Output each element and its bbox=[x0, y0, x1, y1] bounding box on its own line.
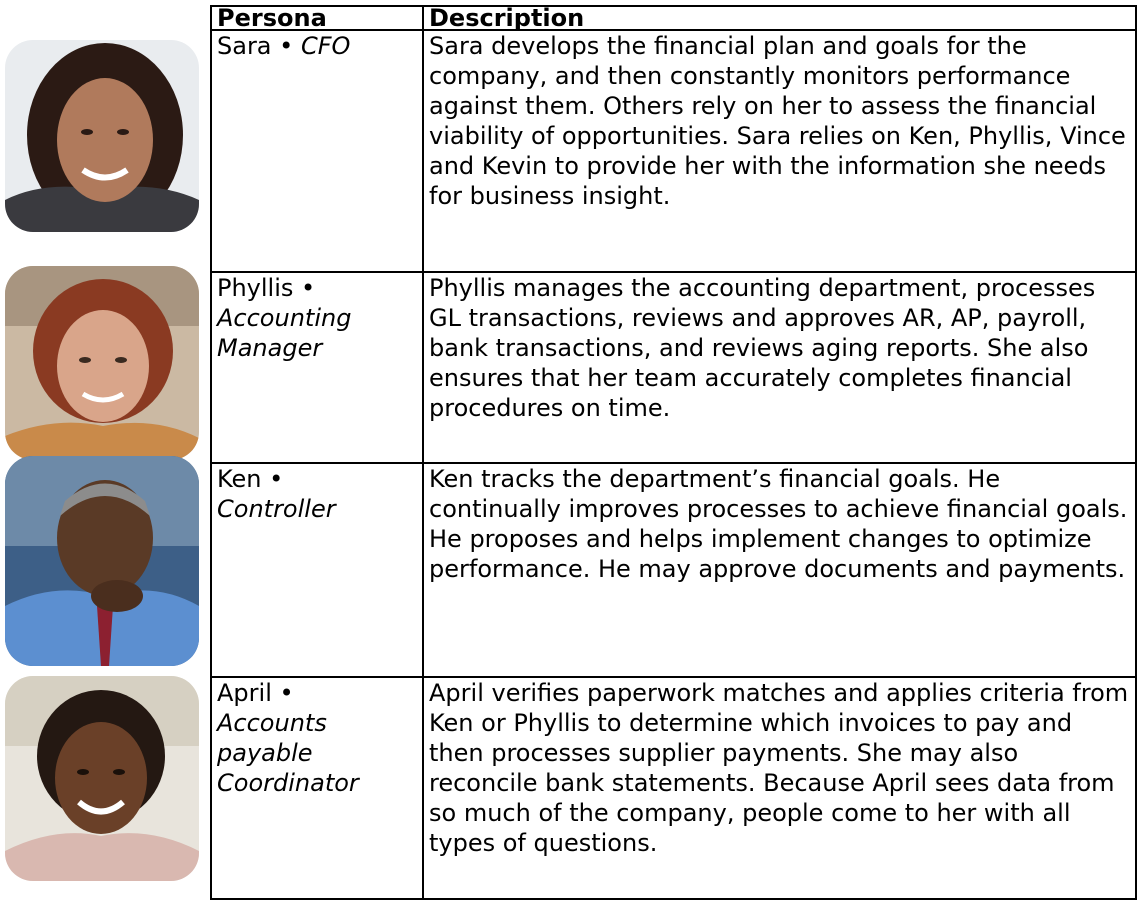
persona-role: Accounts payable Coordinator bbox=[217, 709, 359, 797]
table-row: Sara • CFO Sara develops the financial p… bbox=[210, 29, 1137, 273]
header-persona: Persona bbox=[210, 5, 424, 31]
persona-role: CFO bbox=[300, 32, 351, 60]
table-row: Phyllis • Accounting Manager Phyllis man… bbox=[210, 271, 1137, 464]
persona-name: Sara • bbox=[217, 32, 294, 60]
persona-cell: Sara • CFO bbox=[210, 29, 424, 273]
persona-photo-april bbox=[5, 676, 199, 881]
header-description: Description bbox=[422, 5, 1137, 31]
table-row: April • Accounts payable Coordinator Apr… bbox=[210, 676, 1137, 900]
persona-cell: Phyllis • Accounting Manager bbox=[210, 271, 424, 464]
persona-role: Controller bbox=[217, 495, 336, 523]
persona-cell: April • Accounts payable Coordinator bbox=[210, 676, 424, 900]
persona-description: Sara develops the financial plan and goa… bbox=[422, 29, 1137, 273]
persona-table: Persona Description Sara • CFO Sara deve… bbox=[210, 5, 1137, 900]
table-header-row: Persona Description bbox=[210, 5, 1137, 31]
persona-name: Phyllis • bbox=[217, 274, 316, 302]
persona-role: Accounting Manager bbox=[217, 304, 352, 362]
persona-photo-phyllis bbox=[5, 266, 199, 460]
persona-cell: Ken • Controller bbox=[210, 462, 424, 678]
persona-photo-ken bbox=[5, 456, 199, 666]
persona-name: April • bbox=[217, 679, 294, 707]
persona-description: Phyllis manages the accounting departmen… bbox=[422, 271, 1137, 464]
persona-description: Ken tracks the department’s financial go… bbox=[422, 462, 1137, 678]
table-row: Ken • Controller Ken tracks the departme… bbox=[210, 462, 1137, 678]
persona-photo-sara bbox=[5, 40, 199, 232]
persona-description: April verifies paperwork matches and app… bbox=[422, 676, 1137, 900]
persona-name: Ken • bbox=[217, 465, 284, 493]
